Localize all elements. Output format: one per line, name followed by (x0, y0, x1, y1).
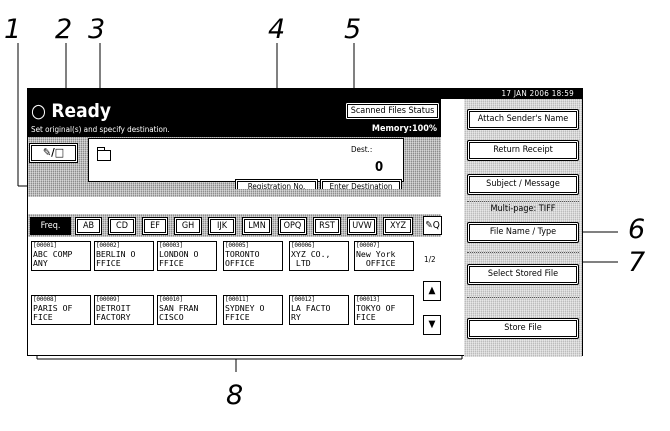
destination-name-line2: LTD (291, 258, 311, 268)
file-name-type-button[interactable]: File Name / Type (467, 222, 579, 243)
registration-number: [00003] (159, 242, 183, 249)
page-indicator: 1/2 (424, 255, 436, 264)
tab-ef[interactable]: EF (142, 217, 168, 235)
right-panel: Attach Sender's Name Return Receipt Subj… (464, 99, 582, 357)
tab-opq[interactable]: OPQ (278, 217, 307, 235)
multi-page-label: Multi-page: TIFF (490, 204, 556, 214)
destination-name-line2: ANY (33, 258, 48, 268)
tab-xyz[interactable]: XYZ (383, 217, 413, 235)
destination-name-line1: LA FACTO (291, 303, 331, 313)
destination-field[interactable]: Dest.: 0 (88, 138, 404, 182)
status-message: Set original(s) and specify destination. (31, 125, 170, 134)
status-title: ○ Ready (31, 100, 111, 122)
destination-key[interactable]: [00007]New York OFFICE (354, 241, 414, 271)
destination-name-line1: SAN FRAN (159, 303, 199, 313)
separator (467, 297, 579, 298)
scanned-files-status-button[interactable]: Scanned Files Status (345, 102, 440, 120)
scroll-down-button[interactable]: ▼ (423, 315, 441, 335)
callout-4: 4 (268, 14, 286, 45)
scroll-up-button[interactable]: ▲ (423, 281, 441, 301)
destination-name-line1: LONDON O (159, 249, 199, 259)
destination-name-line2: OFFICE (356, 258, 396, 268)
tab-freq[interactable]: Freq. (30, 217, 71, 235)
registration-number: [00007] (356, 242, 380, 249)
destination-name-line2: RY (291, 312, 301, 322)
attach-senders-name-button[interactable]: Attach Sender's Name (467, 109, 579, 130)
destination-name-line2: FACTORY (96, 312, 131, 322)
separator (467, 252, 579, 253)
registration-number: [00005] (225, 242, 249, 249)
scanner-screen: 17 JAN 2006 18:59 ○ Ready Set original(s… (27, 88, 583, 357)
registration-number: [00006] (291, 242, 315, 249)
separator (467, 201, 579, 202)
callout-5: 5 (344, 14, 362, 45)
destination-name-line1: New York (356, 249, 396, 259)
destination-name-line2: FFICE (96, 258, 121, 268)
date-time-display: 17 JAN 2006 18:59 (28, 89, 582, 99)
registration-number: [00010] (159, 296, 183, 303)
tab-uvw[interactable]: UVW (347, 217, 377, 235)
destination-label: Dest.: (351, 145, 373, 154)
tab-cd[interactable]: CD (108, 217, 136, 235)
subject-message-button[interactable]: Subject / Message (467, 174, 579, 195)
destination-name-line1: ABC COMP (33, 249, 73, 259)
destination-name-line1: BERLIN O (96, 249, 136, 259)
destination-name-line1: TOKYO OF (356, 303, 396, 313)
return-receipt-button[interactable]: Return Receipt (467, 140, 579, 161)
destination-name-line1: TORONTO (225, 249, 260, 259)
callout-1: 1 (4, 14, 22, 45)
tab-ijk[interactable]: IJK (208, 217, 236, 235)
tab-ab[interactable]: AB (75, 217, 102, 235)
tab-rst[interactable]: RST (313, 217, 341, 235)
callout-6: 6 (628, 214, 646, 245)
destination-name-line2: OFFICE (225, 258, 255, 268)
destination-name-line1: PARIS OF (33, 303, 73, 313)
status-title-text: Ready (51, 100, 112, 122)
folder-icon (97, 147, 111, 161)
status-bar: ○ Ready Set original(s) and specify dest… (28, 99, 441, 137)
store-file-button[interactable]: Store File (467, 318, 579, 339)
registration-number: [00012] (291, 296, 315, 303)
callout-7: 7 (628, 247, 646, 278)
destination-name-line1: XYZ CO., (291, 249, 331, 259)
callout-2: 2 (55, 14, 73, 45)
sender-icon-button[interactable]: ✎/□ (29, 143, 78, 163)
callout-8: 8 (226, 380, 244, 411)
destination-name-line2: FICE (356, 312, 376, 322)
destination-count: 0 (375, 160, 384, 175)
destination-name-line2: FICE (33, 312, 53, 322)
destination-name-line2: FFICE (159, 258, 184, 268)
select-stored-file-button[interactable]: Select Stored File (467, 264, 579, 285)
tab-lmn[interactable]: LMN (242, 217, 272, 235)
destination-name-line2: FFICE (225, 312, 250, 322)
divider-band (28, 189, 441, 197)
registration-number: [00002] (96, 242, 120, 249)
search-destination-button[interactable]: ✎Q (423, 216, 442, 235)
registration-number: [00013] (356, 296, 380, 303)
registration-number: [00009] (96, 296, 120, 303)
memory-indicator: Memory:100% (371, 124, 437, 134)
ready-icon: ○ (31, 100, 52, 122)
destination-area: ✎/□ Dest.: 0 Registration No. Enter Dest… (28, 137, 441, 195)
callout-3: 3 (88, 14, 106, 45)
destination-name-line2: CISCO (159, 312, 184, 322)
registration-number: [00008] (33, 296, 57, 303)
destination-name-line1: SYDNEY O (225, 303, 265, 313)
destination-name-line1: DETROIT (96, 303, 131, 313)
registration-number: [00001] (33, 242, 57, 249)
tab-gh[interactable]: GH (174, 217, 202, 235)
destination-key[interactable]: [00006]XYZ CO., LTD (289, 241, 349, 271)
registration-number: [00011] (225, 296, 249, 303)
